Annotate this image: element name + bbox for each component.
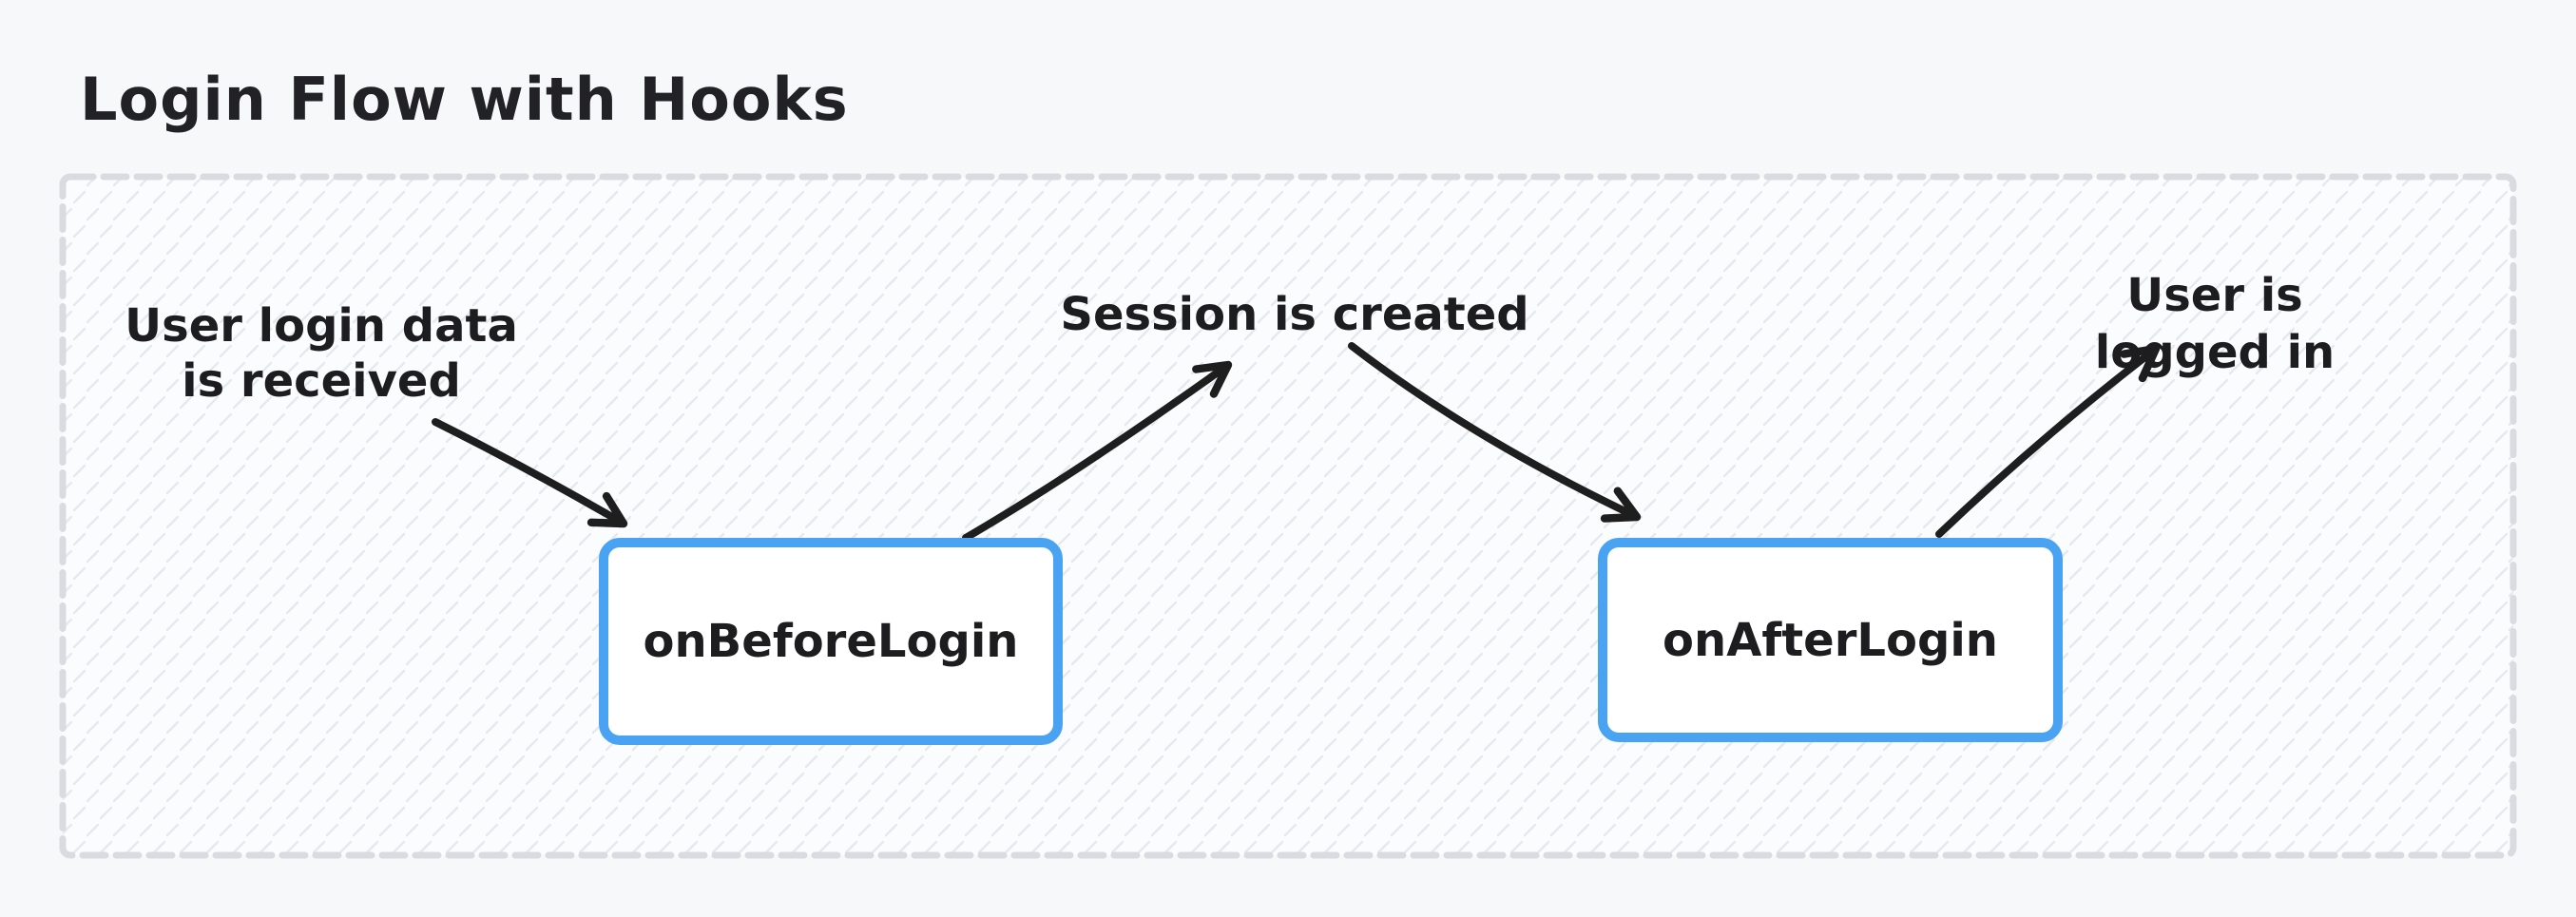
- annotation-user-login-data: User login data is received: [125, 299, 518, 408]
- annotation-session-created: Session is created: [1060, 288, 1529, 341]
- node-onbeforelogin: onBeforeLogin: [599, 538, 1063, 745]
- node-onbeforelogin-label: onBeforeLogin: [643, 615, 1019, 668]
- node-onafterlogin: onAfterLogin: [1598, 538, 2063, 742]
- diagram-title: Login Flow with Hooks: [80, 65, 849, 134]
- node-onafterlogin-label: onAfterLogin: [1663, 613, 1998, 667]
- annotation-user-logged-in: User is logged in: [2094, 269, 2336, 379]
- frame-dashed-border: [59, 173, 2517, 859]
